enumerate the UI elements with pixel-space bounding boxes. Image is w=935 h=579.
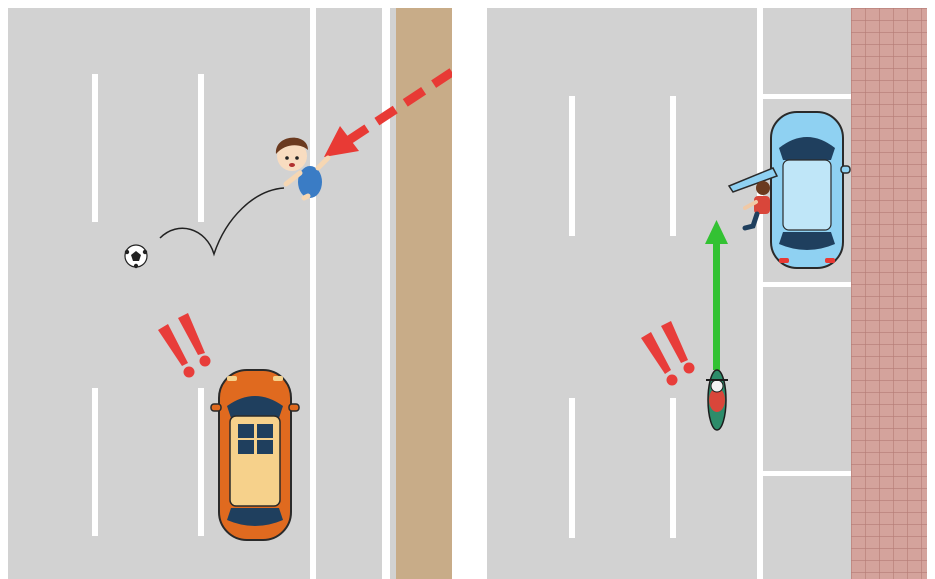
car-taillight-right [825,258,835,263]
car-taillight-left [779,258,789,263]
car-headlight-left [227,376,237,381]
road [487,8,851,579]
driver-head [756,181,770,195]
car-sunroof-1 [238,424,254,438]
motorcycle-rider-helmet [711,380,723,392]
orange-car [211,370,299,540]
driver-body [754,196,770,214]
road-edge-line [382,8,390,579]
car-roof [783,160,831,230]
car-sunroof-2 [257,424,273,438]
car-mirror-right [289,404,299,411]
car-sunroof-3 [238,440,254,454]
brick-sidewalk [851,8,927,579]
lane-divider-solid [310,8,316,579]
car-sunroof-4 [257,440,273,454]
parking-lane-line [757,8,763,579]
child-body [298,166,322,198]
child-leg [304,196,308,198]
scene-car-door-opening [487,8,927,579]
car-mirror-left [211,404,221,411]
car-headlight-right [273,376,283,381]
car-mirror-right [841,166,850,173]
scene-child-svg [8,8,452,579]
scene-door-svg [487,8,927,579]
parked-blue-car [771,112,850,268]
scene-child-runs-out [8,8,452,579]
